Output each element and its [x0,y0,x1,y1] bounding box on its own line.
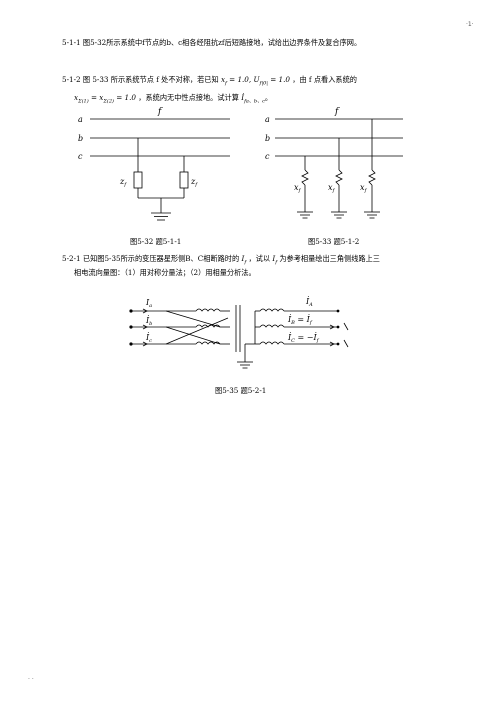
calc-target: İfa、b、c [241,93,265,105]
current-ic-label: İc [145,333,152,344]
reactance-label: xf [360,183,368,194]
problem-number: 5-1-1 [62,38,81,47]
current-IA-label: İA [305,297,313,308]
problem-5-1-2-line1: 5-1-2 图 5-33 所示系统节点 f 处不对称，若已知 xf = 1.0,… [62,75,357,88]
reactance-label: xf [328,183,336,194]
impedance-label: zf [119,177,127,188]
problem-text: ，试以 [248,254,271,263]
phase-c-label: c [78,152,83,161]
figure-5-32 [90,118,230,221]
current-IB-label: İB = İf [287,315,313,326]
figure-5-33 [275,118,403,219]
problem-5-1-1: 5-1-1 图5-32所示系统中f节点的b、c相各经阻抗zf后短路接地，试给出边… [62,38,361,48]
phase-c-label: c [265,152,270,161]
page-footer-mark: · · [28,676,34,683]
problem-5-2-1-line1: 5-2-1 已知图5-35所示的变压器星形侧B、C相断路时的 If ，试以 If… [62,254,380,267]
page-header-mark: ·1· [466,21,474,28]
condition-xf: xf = 1.0, Uf|0| = 1.0 [220,75,290,87]
problem-5-2-1-line2: 相电流向量图：（1）用对称分量法；（2）用相量分析法。 [74,268,256,277]
problem-number: 5-2-1 [62,254,81,263]
phase-b-label: b [78,134,83,143]
problem-text: 为参考相量绘出三角侧线路上三 [279,254,380,263]
current-ib-label: İb [145,316,152,327]
phase-a-label: a [78,115,83,124]
label-f: f [334,107,340,117]
problem-5-1-2-line2: xΣ(1) = xΣ(2) = 1.0 ，系统内无中性点接地。试计算 İfa、b… [74,93,273,105]
reactance-label: xf [294,183,302,194]
figure-5-33-caption: 图5-33 题5-1-2 [308,237,360,246]
current-ia-label: Ia [145,298,152,309]
label-f: f [157,107,163,117]
figure-5-32-caption: 图5-32 题5-1-1 [130,237,182,246]
problem-number: 5-1-2 [62,75,81,84]
problem-text: 图 5-33 所示系统节点 f 处不对称，若已知 [82,75,219,84]
symbol-if: If [241,254,247,266]
problem-text: ，系统内无中性点接地。试计算 [138,93,239,102]
phase-b-label: b [265,134,270,143]
impedance-label: zf [190,177,198,188]
figure-5-35 [131,305,349,369]
condition-xsum: xΣ(1) = xΣ(2) = 1.0 [74,93,136,105]
problem-text: ，由 f 点看入系统的 [292,75,357,84]
symbol-if: If [272,254,278,266]
problem-text: 图5-32所示系统中f节点的b、c相各经阻抗zf后短路接地，试给出边界条件及复合… [82,38,362,47]
problem-text: 已知图5-35所示的变压器星形侧B、C相断路时的 [82,254,240,263]
phase-a-label: a [265,115,270,124]
figure-5-35-caption: 图5-35 题5-2-1 [215,386,267,395]
current-IC-label: İC = −İf [287,333,320,344]
